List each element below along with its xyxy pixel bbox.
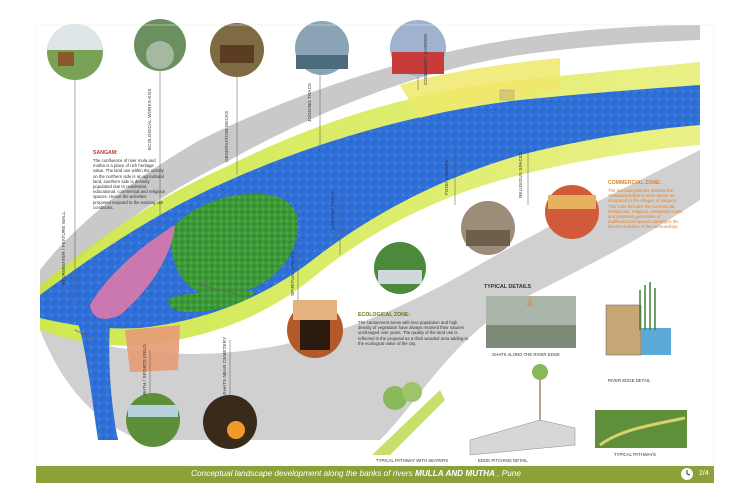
park-photo-circle xyxy=(126,393,180,447)
commercial-title: COMMERCIAL ZONE: xyxy=(608,180,662,186)
river-photo-circle xyxy=(295,21,349,75)
label-jogging-track-top: JOGGING TRACK xyxy=(307,82,312,122)
commercial-text: The land use patterns towards the Yerawa… xyxy=(608,188,683,230)
label-stormwater: STORMWATER / FEATURE WALL xyxy=(61,211,66,285)
festival-photo-circle xyxy=(545,185,599,239)
community-pavilion xyxy=(499,89,515,101)
label-jogging-track-mid: JOGGING TRACK xyxy=(330,190,335,230)
label-ghats-cemetery: GHATS NEAR CEMETERY xyxy=(222,336,227,395)
label-low-left: BATH / SPORTS FIELD xyxy=(142,344,147,395)
clock-icon xyxy=(681,468,693,480)
footer-band: Conceptual landscape development along t… xyxy=(36,466,714,483)
caption-ghats: GHATS ALONG THE RIVER EDGE xyxy=(492,352,560,357)
label-religious-spaces: RELIGIOUS SPACES xyxy=(518,151,523,198)
ecological-text: The cantonment areas with less populatio… xyxy=(358,320,469,346)
silhouette-trees-photo-circle xyxy=(287,300,343,358)
footer-title: Conceptual landscape development along t… xyxy=(191,469,521,478)
page-number: 2/4 xyxy=(699,470,709,477)
label-food-courts: FOOD COURTS xyxy=(444,160,449,195)
leader-lines xyxy=(74,55,529,400)
caption-pathway-seaters: TYPICAL PATHWAY WITH SEATERS xyxy=(376,458,449,463)
label-spiritual-spaces: SPIRITUAL SPACES xyxy=(290,251,295,296)
label-observation-decks: OBSERVATION DECKS xyxy=(224,110,229,162)
wetland-photo-circle xyxy=(134,19,186,71)
community-garden-zone xyxy=(400,58,560,118)
pathway-seaters-sketch xyxy=(372,382,445,455)
label-ecological-works: ECOLOGICAL WORKS-KOS xyxy=(147,88,152,150)
photo-circles xyxy=(47,19,599,449)
river-edge-section-drawing xyxy=(605,282,671,356)
board-border xyxy=(35,24,715,466)
forest-island xyxy=(171,193,299,295)
sangam-title: SANGAM: xyxy=(93,150,118,156)
sangam-text: The confluence of river mula and mutha i… xyxy=(93,158,165,210)
caption-pathways: TYPICAL PATHWAYS xyxy=(614,452,656,457)
fire-photo-circle xyxy=(203,395,257,449)
sangam-zone xyxy=(90,225,175,319)
pathways-sketch xyxy=(595,410,687,448)
ghats-zone xyxy=(125,325,180,372)
riverside-tree-photo-circle xyxy=(374,242,426,294)
crowd-photo-circle xyxy=(390,20,446,76)
ghats-photo xyxy=(486,296,576,348)
caption-edge-pitching: EDGE PITCHING DETAIL xyxy=(478,458,528,463)
caption-river-edge: RIVER EDGE DETAIL xyxy=(608,378,651,383)
bridge-2 xyxy=(74,329,96,341)
edge-pitching-sketch xyxy=(469,364,576,456)
river-outflow xyxy=(78,322,118,440)
bridge-1 xyxy=(199,284,241,296)
plaza-photo-circle xyxy=(461,201,515,255)
label-community-garden: COMMUNITY GARDEN xyxy=(423,34,428,85)
landscape-photo-circle xyxy=(47,24,103,80)
typical-details-heading: TYPICAL DETAILS xyxy=(484,284,532,290)
forest-strip xyxy=(168,290,255,312)
urban-fabric-north xyxy=(40,25,700,300)
ecological-title: ECOLOGICAL ZONE: xyxy=(358,312,411,318)
urban-fabric-south xyxy=(40,150,700,440)
deck-photo-circle xyxy=(210,23,264,77)
